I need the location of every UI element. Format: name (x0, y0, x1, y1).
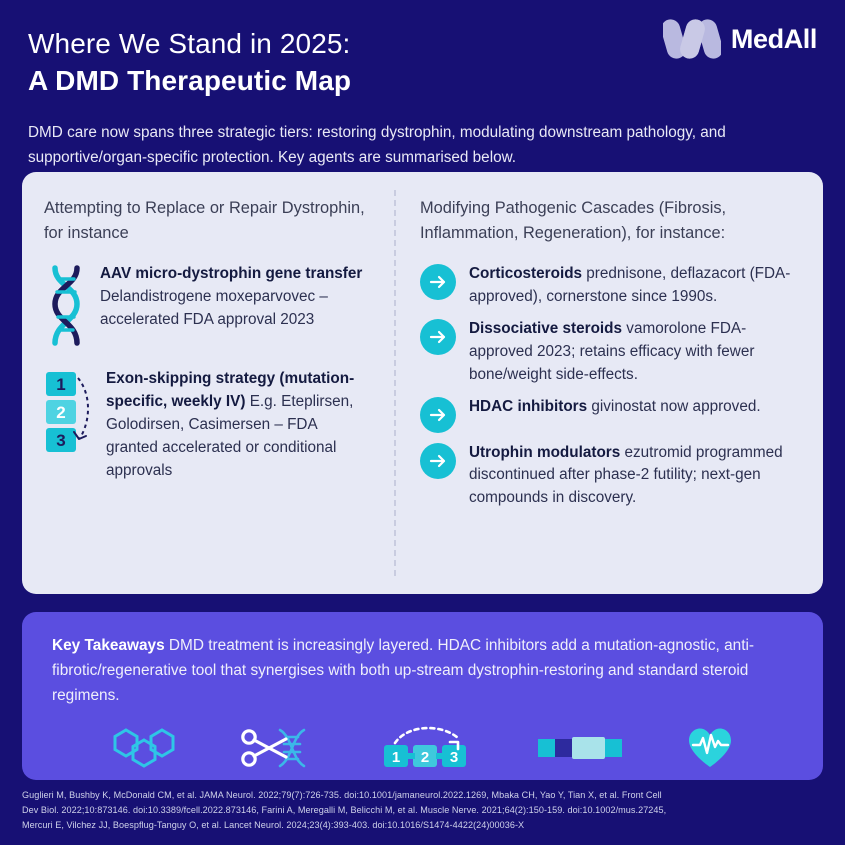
right-column-heading: Modifying Pathogenic Cascades (Fibrosis,… (420, 199, 727, 243)
arrow-right-circle-icon (420, 396, 456, 433)
arrow-right-circle-icon (420, 442, 456, 479)
list-item: Corticosteroids prednisone, deflazacort … (420, 263, 801, 309)
list-item-title: Corticosteroids (469, 264, 583, 282)
list-item: HDAC inhibitors givinostat now approved. (420, 396, 801, 433)
takeaway-icon-row: 1 2 3 (52, 725, 793, 776)
key-takeaways-body: DMD treatment is increasingly layered. H… (52, 637, 755, 704)
list-item-body: E.g. Eteplirsen, Golodirsen, Casimersen … (106, 392, 354, 479)
svg-text:1: 1 (56, 375, 65, 394)
svg-text:3: 3 (56, 431, 65, 450)
gene-segment-bar-icon (537, 736, 622, 765)
list-item-title: Dissociative steroids (469, 319, 623, 337)
left-column-heading: Attempting to Replace or Repair Dystroph… (44, 199, 365, 243)
arrow-right-circle-icon (420, 263, 456, 300)
list-item-title: Utrophin modulators (469, 443, 621, 461)
list-item: Utrophin modulators ezutromid programmed… (420, 442, 801, 511)
reference-line: Mercuri E, Vilchez JJ, Boespflug-Tanguy … (22, 820, 525, 831)
references: Guglieri M, Bushby K, McDonald CM, et al… (22, 788, 828, 833)
list-item-body: givinostat now approved. (587, 397, 761, 415)
list-item-title: HDAC inhibitors (469, 397, 588, 415)
dna-helix-icon (44, 263, 88, 352)
medall-logo-mark-icon (662, 19, 721, 59)
exon-skipping-sequence-icon: 1 2 3 (380, 725, 474, 776)
svg-text:3: 3 (449, 749, 457, 766)
svg-text:2: 2 (56, 403, 65, 422)
list-item-title: Exon-skipping strategy (mutation-specifi… (106, 369, 355, 410)
reference-line: Dev Biol. 2022;10:873146. doi:10.3389/fc… (22, 805, 667, 816)
list-item: 1 2 3 Exon-skipping strategy (mutation-s… (44, 368, 372, 483)
heart-pulse-icon (686, 726, 734, 775)
right-column: Modifying Pathogenic Cascades (Fibrosis,… (394, 172, 823, 594)
page-title-line1: Where We Stand in 2025: (28, 28, 351, 59)
list-item-body: prednisone, deflazacort (FDA-approved), … (469, 264, 791, 305)
svg-text:2: 2 (420, 749, 428, 766)
arrow-right-circle-icon (420, 318, 456, 355)
list-item-text: Corticosteroids prednisone, deflazacort … (469, 263, 801, 309)
left-column: Attempting to Replace or Repair Dystroph… (22, 172, 394, 594)
key-takeaways-panel: Key Takeaways DMD treatment is increasin… (22, 612, 823, 780)
therapeutic-map-card: Attempting to Replace or Repair Dystroph… (22, 172, 823, 594)
key-takeaways-title: Key Takeaways (52, 637, 165, 654)
brand-logo-text: MedAll (730, 23, 818, 54)
exon-skipping-icon: 1 2 3 (44, 368, 94, 463)
list-item-body: vamorolone FDA-approved 2023; retains ef… (469, 319, 755, 383)
list-item-text: Exon-skipping strategy (mutation-specifi… (106, 368, 372, 483)
list-item-text: AAV micro-dystrophin gene transfer Delan… (100, 263, 372, 332)
brand-logo: MedAll (662, 18, 818, 60)
page-subtitle: DMD care now spans three strategic tiers… (28, 124, 726, 167)
column-divider (394, 190, 396, 576)
list-item-text: HDAC inhibitors givinostat now approved. (469, 396, 761, 419)
list-item: Dissociative steroids vamorolone FDA-app… (420, 318, 801, 387)
molecule-hexagons-icon (112, 727, 176, 774)
page-title-line2: A DMD Therapeutic Map (28, 65, 352, 96)
reference-line: Guglieri M, Bushby K, McDonald CM, et al… (22, 790, 662, 800)
scissors-dna-icon (240, 726, 316, 775)
list-item-title: AAV micro-dystrophin gene transfer (100, 264, 363, 282)
list-item-body: ezutromid programmed discontinued after … (469, 443, 783, 507)
header: Where We Stand in 2025: A DMD Therapeuti… (0, 0, 845, 171)
key-takeaways-text: Key Takeaways DMD treatment is increasin… (52, 634, 793, 709)
list-item-body: Delandistrogene moxeparvovec – accelerat… (100, 287, 328, 328)
list-item: AAV micro-dystrophin gene transfer Delan… (44, 263, 372, 352)
list-item-text: Dissociative steroids vamorolone FDA-app… (469, 318, 801, 387)
list-item-text: Utrophin modulators ezutromid programmed… (469, 442, 801, 511)
svg-text:1: 1 (391, 749, 399, 766)
